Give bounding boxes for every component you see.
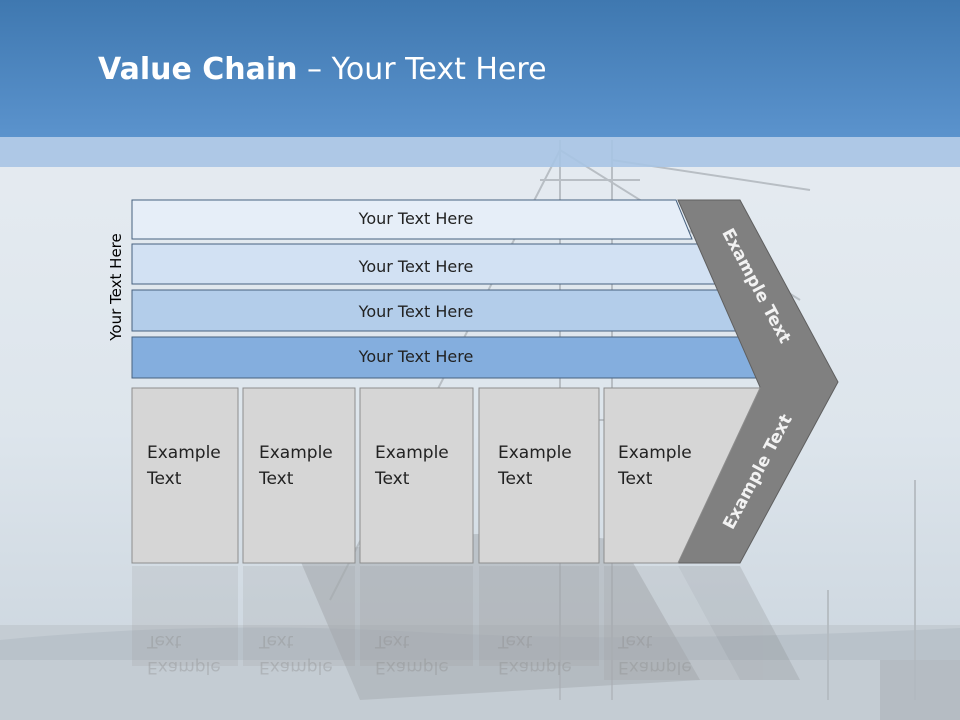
header-band <box>0 137 960 167</box>
box-3-reflection: Example Text <box>375 628 475 680</box>
box-2-reflection-line1: Example <box>259 657 333 677</box>
box-2-line2: Text <box>259 469 294 489</box>
page-title: Value Chain – Your Text Here <box>98 52 547 87</box>
chevron-shape <box>677 199 839 564</box>
box-3-shape <box>359 387 474 564</box>
box-1-reflection-line1: Example <box>147 657 221 677</box>
box-4-line2: Text <box>498 469 533 489</box>
box-2-line1: Example <box>259 443 333 463</box>
bar-1-shape <box>131 199 693 240</box>
box-3-reflection-line1: Example <box>375 657 449 677</box>
box-5-shape <box>603 387 761 564</box>
box-4-line1: Example <box>498 443 572 463</box>
box-1-line2: Text <box>147 469 182 489</box>
bar-2-label: Your Text Here <box>358 257 474 276</box>
box-3-line1: Example <box>375 443 449 463</box>
box-3-reflection-line2: Text <box>375 631 410 651</box>
box-1-reflection-line2: Text <box>147 631 182 651</box>
box-5-reflection-line2: Text <box>618 631 653 651</box>
box-5-line1: Example <box>618 443 692 463</box>
header-bar <box>0 0 960 137</box>
box-4-reflection-line2: Text <box>498 631 533 651</box>
title-rest: – Your Text Here <box>297 52 547 87</box>
box-4-shape <box>478 387 600 564</box>
box-5-reflection-line1: Example <box>618 657 692 677</box>
box-2-reflection-line2: Text <box>259 631 294 651</box>
box-1-line1: Example <box>147 443 221 463</box>
bar-4-label: Your Text Here <box>358 347 474 366</box>
box-1-reflection: Example Text <box>147 628 247 680</box>
bar-1-label: Your Text Here <box>358 209 474 228</box>
box-3-line2: Text <box>375 469 410 489</box>
bar-3-label: Your Text Here <box>358 302 474 321</box>
box-5-reflection: Example Text <box>618 628 718 680</box>
box-2-shape <box>242 387 356 564</box>
box-2-reflection: Example Text <box>259 628 359 680</box>
title-bold: Value Chain <box>98 52 298 87</box>
reflection-shapes <box>132 566 800 680</box>
box-4-reflection: Example Text <box>498 628 598 680</box>
box-4-reflection-line1: Example <box>498 657 572 677</box>
box-1-shape <box>131 387 239 564</box>
box-5-line2: Text <box>618 469 653 489</box>
